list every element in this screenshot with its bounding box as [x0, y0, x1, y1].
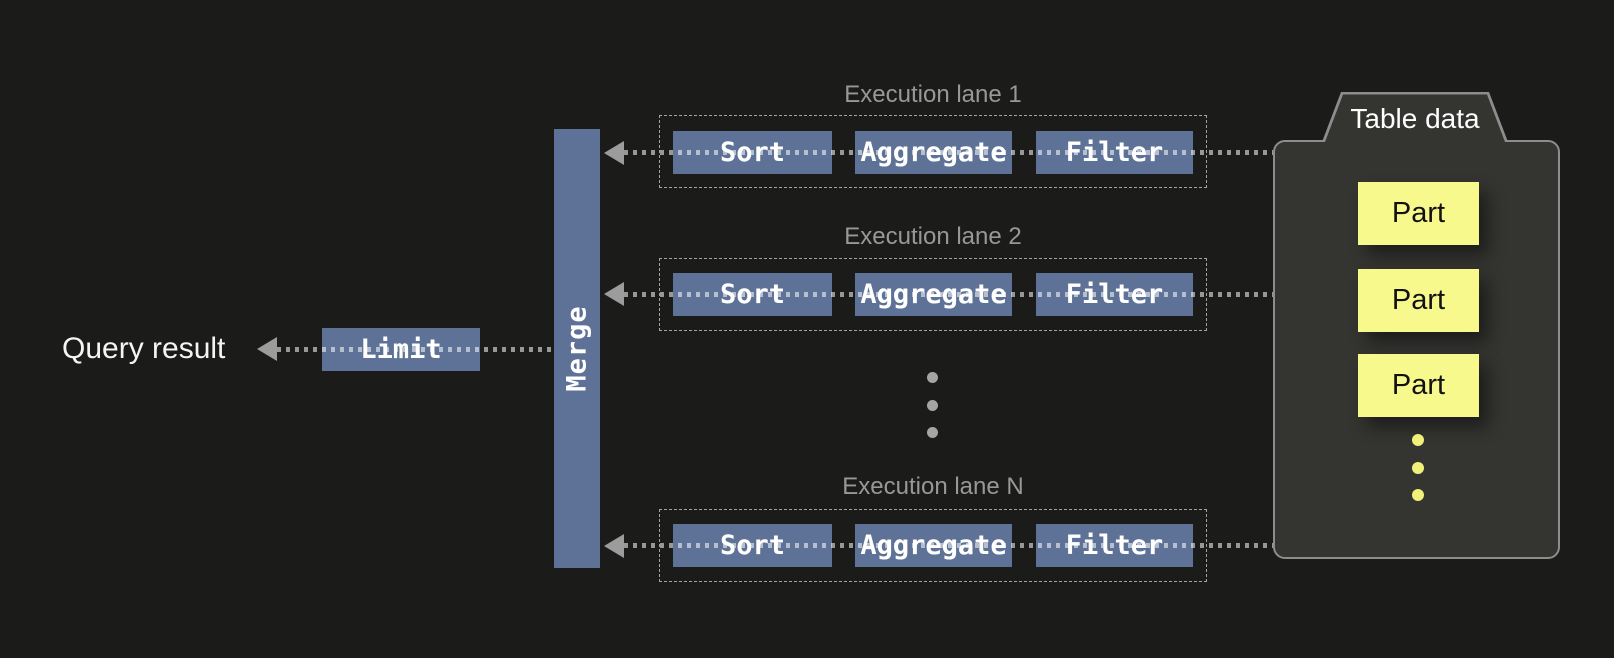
- arrow-left-icon: [604, 282, 624, 306]
- lane-connector-line: [624, 292, 1273, 297]
- arrow-left-icon: [257, 337, 277, 361]
- lane-connector-line: [624, 543, 1273, 548]
- arrow-left-icon: [604, 534, 624, 558]
- table-data-title: Table data: [1350, 103, 1480, 134]
- table-data-container: Part Part Part: [1273, 140, 1560, 559]
- parts-ellipsis-dot: [1412, 434, 1424, 446]
- lane-title: Execution lane 2: [844, 223, 1022, 250]
- merge-label: Merge: [561, 305, 593, 392]
- parts-ellipsis-dot: [1412, 462, 1424, 474]
- arrow-left-icon: [604, 141, 624, 165]
- lane-title: Execution lane N: [842, 473, 1024, 500]
- parts-ellipsis-dot: [1412, 489, 1424, 501]
- ellipsis-dot: [927, 372, 938, 383]
- ellipsis-dot: [927, 427, 938, 438]
- query-result-label: Query result: [62, 332, 226, 365]
- part-box: Part: [1358, 269, 1479, 332]
- part-box: Part: [1358, 182, 1479, 245]
- limit-connector-line: [277, 347, 554, 352]
- lane-title: Execution lane 1: [844, 81, 1022, 108]
- ellipsis-dot: [927, 400, 938, 411]
- part-box: Part: [1358, 354, 1479, 417]
- merge-bar: Merge: [554, 129, 600, 568]
- lane-connector-line: [624, 150, 1273, 155]
